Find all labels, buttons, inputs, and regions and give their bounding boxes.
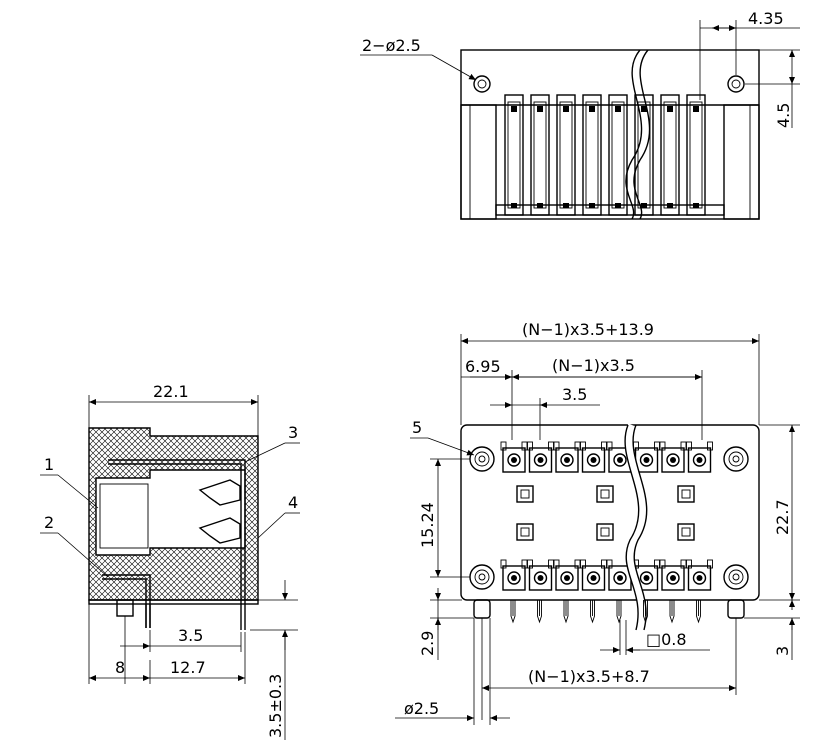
pin-length-label: 3.5±0.3 (266, 674, 285, 738)
dim-8-label: 8 (115, 658, 125, 677)
top-slot (530, 94, 550, 216)
top-view: 2−ø2.5 4.35 4.5 (360, 9, 800, 220)
front-pin (643, 600, 648, 624)
top-view-slots (504, 94, 706, 216)
peg-dia-label: ø2.5 (404, 699, 439, 718)
front-view-terminals (500, 441, 713, 591)
front-peg-right (727, 599, 745, 619)
callout-5: 5 (412, 418, 422, 437)
terminal-cell (555, 565, 579, 591)
terminal-cell (528, 565, 553, 591)
top-slot (504, 94, 524, 216)
overall-height-label: 22.7 (773, 499, 792, 535)
edge-offset-label: 6.95 (465, 357, 501, 376)
top-view-hole-left (473, 75, 491, 93)
terminal-cell (687, 447, 712, 473)
top-view-body (460, 49, 760, 220)
height-dim-label: 4.5 (774, 103, 793, 128)
front-view-body (460, 424, 760, 601)
terminal-cell (502, 447, 526, 473)
terminal-cell (528, 447, 553, 473)
top-slot (660, 94, 680, 216)
peg-length-label: 3 (773, 646, 792, 656)
front-pin (696, 600, 701, 624)
top-slot (556, 94, 576, 216)
standoff-label: 2.9 (418, 631, 437, 656)
terminal-cell (581, 565, 606, 591)
top-slot (608, 94, 628, 216)
top-slot (582, 94, 602, 216)
front-pin (510, 600, 516, 624)
terminal-cell (661, 565, 685, 591)
depth-dim-label: 22.1 (153, 382, 189, 401)
hole-callout-label: 2−ø2.5 (362, 36, 421, 55)
front-pin (616, 600, 622, 624)
top-view-hole-right (727, 75, 745, 93)
terminal-cell (581, 447, 606, 473)
side-view-peg (116, 599, 134, 617)
front-hole-tr (723, 446, 749, 472)
callout-3: 3 (288, 423, 298, 442)
peg-span-label: (N−1)x3.5+8.7 (528, 667, 650, 686)
side-view: 22.1 1 2 3 4 (40, 382, 300, 740)
terminal-cell (555, 447, 579, 473)
top-view-left-block (460, 104, 497, 220)
front-hole-bl (469, 564, 495, 590)
row-spacing-label: 15.24 (418, 502, 437, 548)
overall-length-label: (N−1)x3.5+13.9 (522, 320, 654, 339)
front-pin (669, 600, 675, 624)
callout-1: 1 (44, 455, 54, 474)
terminal-cell (687, 565, 712, 591)
front-view-pins (510, 600, 701, 624)
pin-square-label: □0.8 (646, 630, 687, 649)
front-hole-br (723, 564, 749, 590)
front-pin (590, 600, 595, 624)
pitch-label: 3.5 (562, 385, 587, 404)
offset-dim-label: 4.35 (748, 9, 784, 28)
terminal-cell (502, 565, 526, 591)
terminal-cell (661, 447, 685, 473)
callout-2: 2 (44, 513, 54, 532)
callout-4: 4 (288, 493, 298, 512)
top-slot (686, 94, 706, 216)
front-pin (537, 600, 542, 624)
front-view: (N−1)x3.5+13.9 6.95 (N−1)x3.5 3.5 (395, 320, 800, 725)
pitch-dim-label: 3.5 (178, 626, 203, 645)
top-view-right-block (723, 104, 760, 220)
front-hole-tl (469, 446, 495, 472)
dim-12-7-label: 12.7 (170, 658, 206, 677)
front-pin (563, 600, 569, 624)
front-peg-left (473, 599, 491, 619)
pin-span-label: (N−1)x3.5 (552, 356, 635, 375)
